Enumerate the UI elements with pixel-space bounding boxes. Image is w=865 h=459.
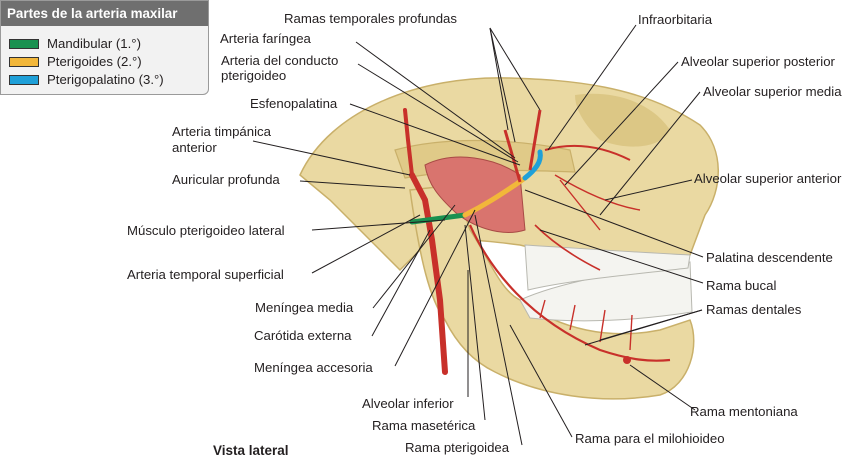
label-meningea-media: Meníngea media (255, 300, 354, 315)
label-arteria-faringea: Arteria faríngea (220, 31, 311, 46)
label-alveolar-superior-media: Alveolar superior media (703, 84, 842, 99)
label-timpanica-line1: Arteria timpánica (172, 124, 271, 139)
orbit (575, 93, 670, 147)
superior-alveolar-branches (554, 174, 641, 231)
label-infraorbitaria: Infraorbitaria (638, 12, 713, 27)
superficial-temporal-artery (403, 108, 414, 177)
mental-foramen (623, 356, 631, 364)
label-rama-mentoniana: Rama mentoniana (690, 404, 798, 419)
label-alveolar-superior-anterior: Alveolar superior anterior (694, 171, 842, 186)
maxillary-pterygoid-part (462, 175, 528, 218)
legend-label: Mandibular (1.°) (47, 36, 141, 51)
label-ramas-dentales: Ramas dentales (706, 302, 802, 317)
label-carotida-externa: Carótida externa (254, 328, 352, 343)
label-rama-pterigoidea: Rama pterigoidea (405, 440, 510, 455)
label-esfenopalatina: Esfenopalatina (250, 96, 338, 111)
infraorbital-artery (544, 144, 631, 161)
label-rama-milohioideo: Rama para el milohioideo (575, 431, 725, 446)
pterygoid-muscle (424, 156, 526, 233)
legend-swatch (9, 75, 39, 85)
leader-lines (252, 24, 704, 446)
label-rama-bucal: Rama bucal (706, 278, 777, 293)
legend-swatch (9, 39, 39, 49)
label-arteria-conducto-line1: Arteria del conducto (221, 53, 339, 68)
label-meningea-accesoria: Meníngea accesoria (254, 360, 373, 375)
inferior-alveolar-artery (468, 224, 671, 362)
label-ramas-temporales-profundas: Ramas temporales profundas (284, 11, 457, 26)
label-alveolar-inferior: Alveolar inferior (362, 396, 454, 411)
dental-branches (539, 299, 633, 351)
maxillary-pterygopalatine-part (522, 149, 543, 181)
legend-label: Pterigopalatino (3.°) (47, 72, 164, 87)
maxillary-mandibular-part (409, 212, 468, 225)
legend: Partes de la arteria maxilar Mandibular … (0, 0, 209, 95)
upper-teeth (524, 244, 691, 291)
label-auricular-profunda: Auricular profunda (172, 172, 280, 187)
label-arteria-conducto-line2: pterigoideo (221, 68, 287, 83)
label-arteria-temporal-superficial: Arteria temporal superficial (127, 267, 284, 282)
external-carotid-artery (409, 172, 448, 375)
legend-title: Partes de la arteria maxilar (1, 1, 208, 26)
legend-label: Pterigoides (2.°) (47, 54, 142, 69)
legend-swatch (9, 57, 39, 67)
label-alveolar-superior-posterior: Alveolar superior posterior (681, 54, 835, 69)
label-musculo-pterigoideo-lateral: Músculo pterigoideo lateral (127, 223, 285, 238)
label-palatina-descendente: Palatina descendente (706, 250, 833, 265)
view-label: Vista lateral (213, 443, 289, 458)
label-timpanica-line2: anterior (172, 140, 217, 155)
lower-teeth (519, 261, 693, 322)
label-rama-maseterica: Rama masetérica (372, 418, 476, 433)
